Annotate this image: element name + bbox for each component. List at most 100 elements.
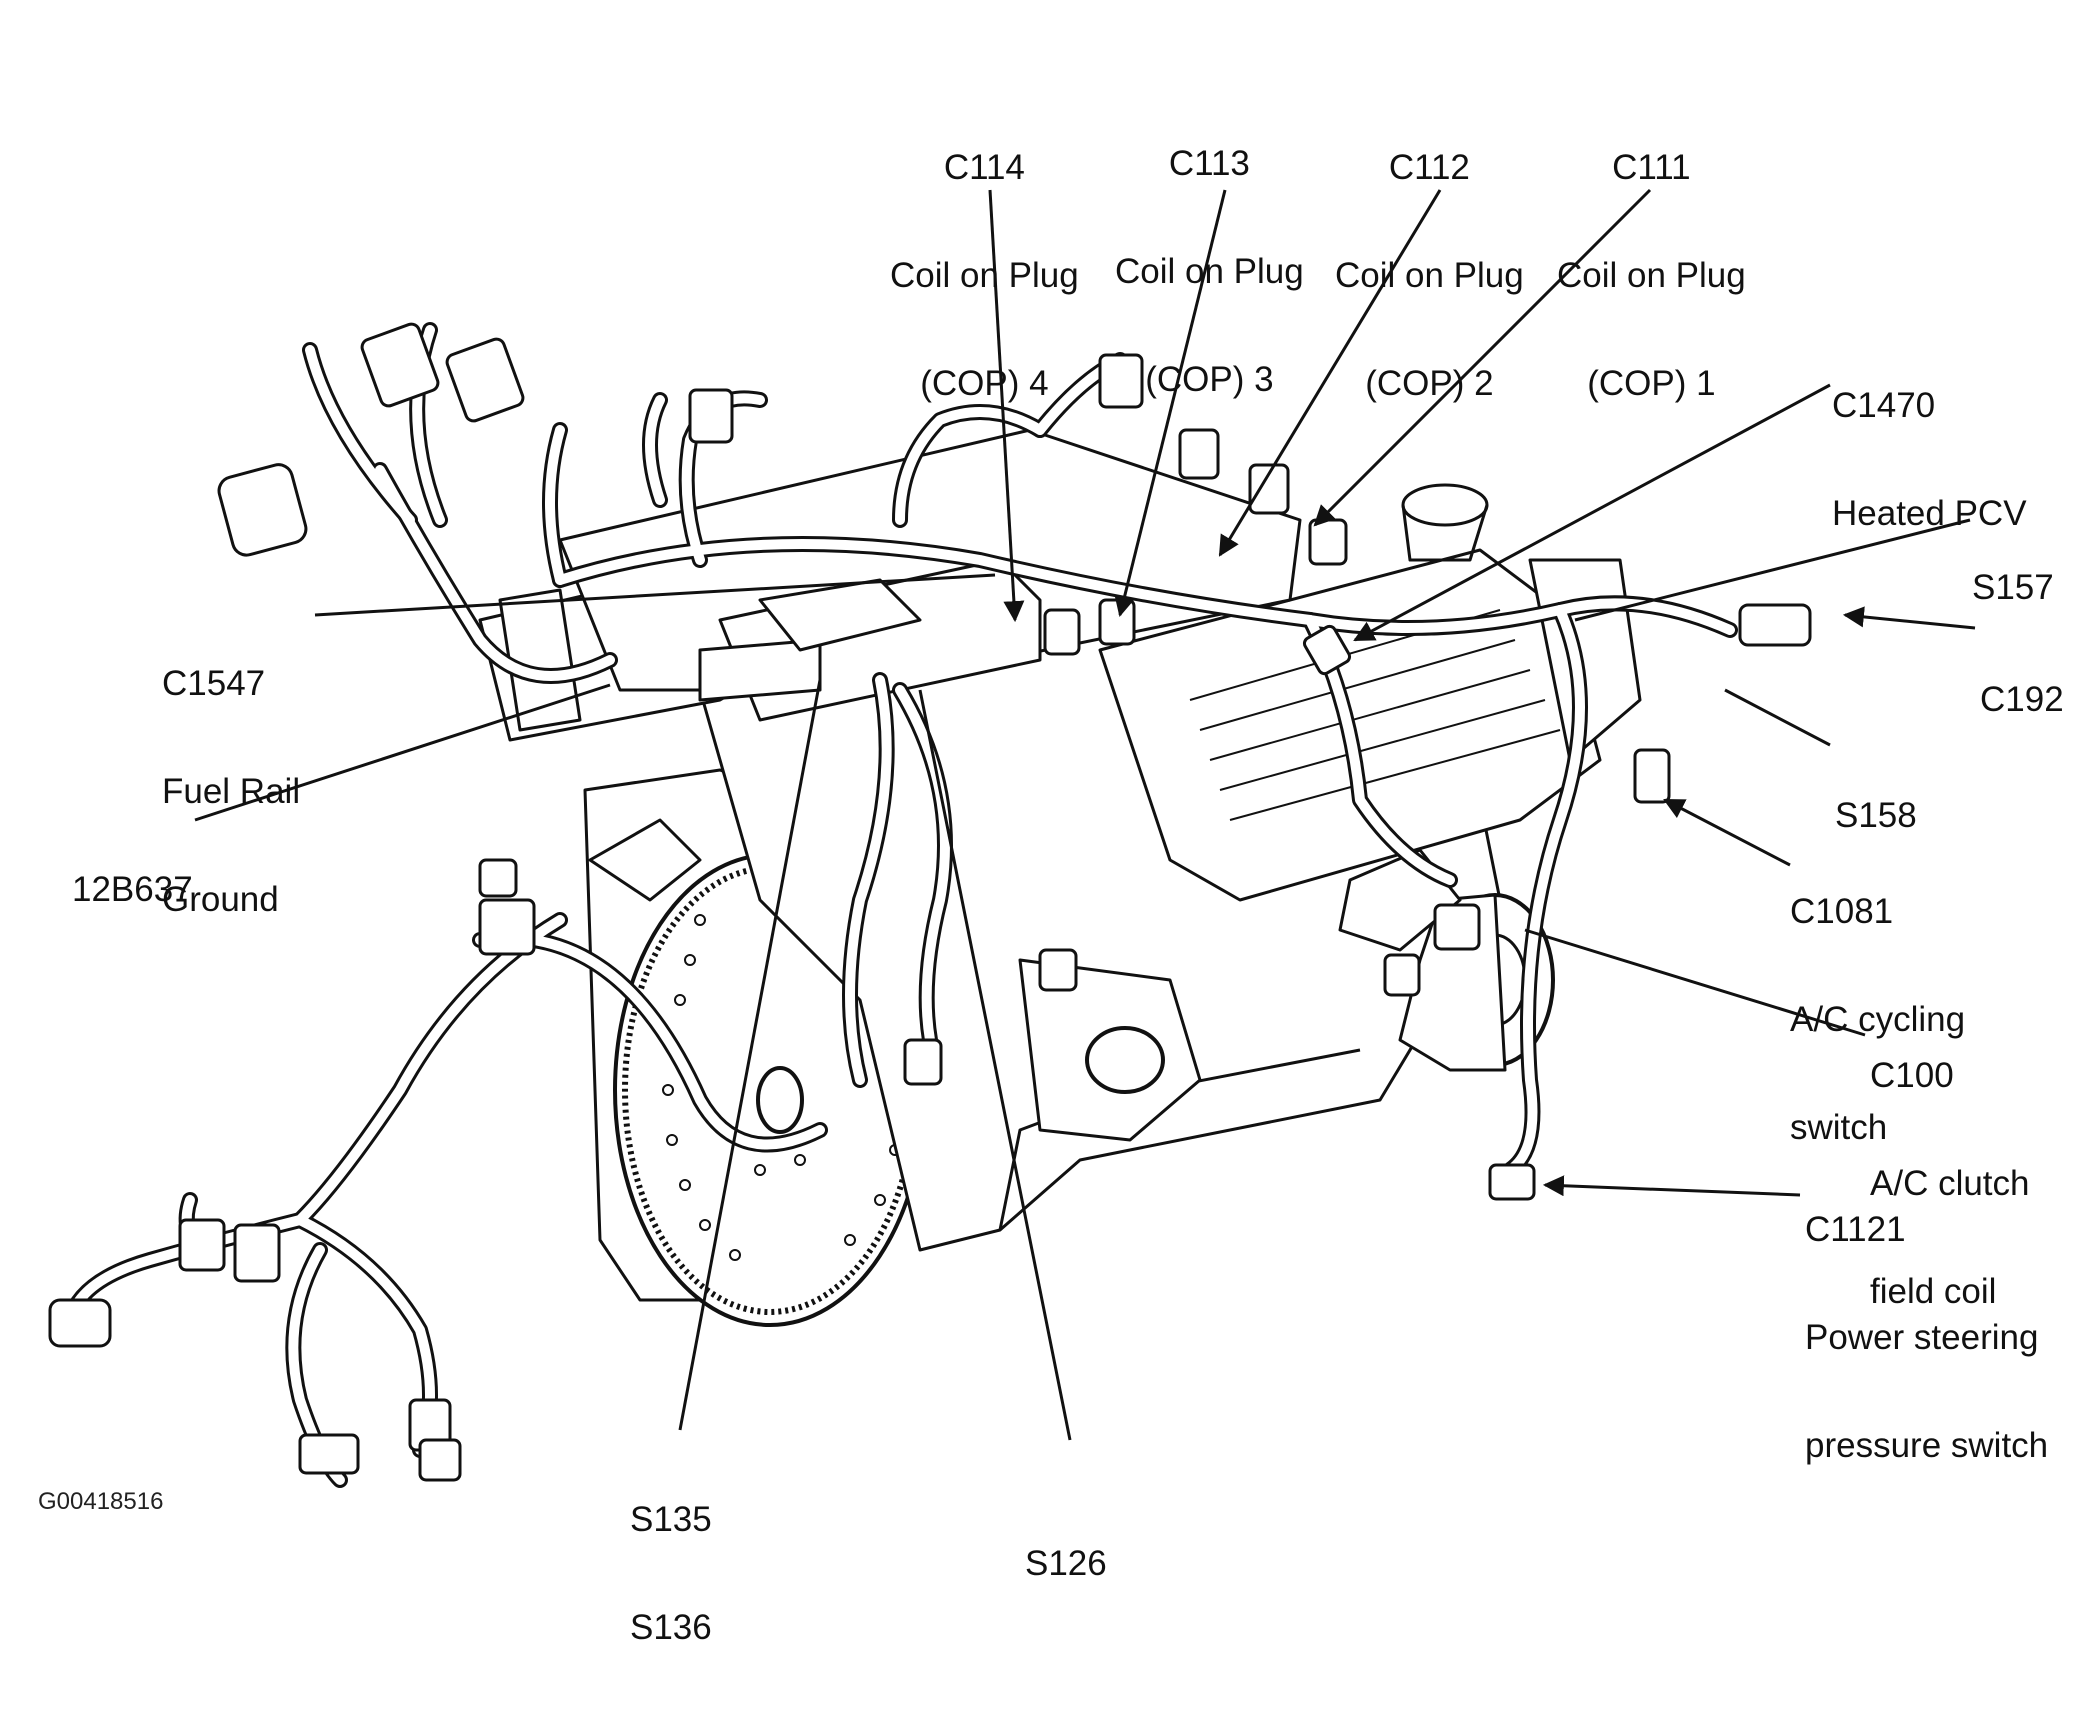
leader-c1081 — [1663, 798, 1791, 867]
callout-c114-line3: (COP) 4 — [920, 364, 1049, 403]
connector — [1098, 598, 1136, 646]
connector — [178, 1218, 226, 1272]
leader-c192 — [1842, 606, 1976, 630]
connector — [445, 337, 525, 423]
connector — [1738, 603, 1812, 647]
leader-c112 — [1218, 189, 1442, 557]
engine-mount-left — [588, 818, 702, 902]
fuel-rail-bracket — [698, 638, 822, 702]
callout-s126-line1: S126 — [1025, 1544, 1107, 1583]
callout-c113-line2: Coil on Plug — [1115, 252, 1304, 291]
water-pump-outlet — [1085, 1026, 1165, 1094]
connector — [1308, 518, 1348, 566]
leader-s158 — [1724, 688, 1831, 747]
callout-c1547-line1: C1547 — [162, 664, 266, 703]
connector — [1383, 953, 1421, 997]
callout-c1470: C1470 Heated PCV — [1832, 316, 2027, 604]
callout-12b637: 12B637 — [72, 800, 193, 980]
callout-s157-line1: S157 — [1972, 568, 2054, 607]
callout-c112: C112 Coil on Plug (COP) 2 — [1335, 78, 1524, 474]
leader-c1470 — [1353, 383, 1831, 642]
connector — [1488, 1163, 1536, 1201]
callout-c1081-line1: C1081 — [1790, 892, 1894, 931]
oil-filler-cap — [1401, 483, 1489, 527]
callout-c1547-line3: Ground — [162, 880, 279, 919]
flywheel-hub — [756, 1066, 804, 1134]
callout-s158-line1: S158 — [1835, 796, 1917, 835]
wiring-diagram: C114 Coil on Plug (COP) 4 C113 Coil on P… — [38, 74, 2064, 1646]
connector — [298, 1433, 360, 1475]
connector — [360, 322, 440, 408]
callout-s135-line: S135 — [630, 1500, 712, 1539]
leader-12b637 — [194, 683, 611, 822]
callout-s157: S157 — [1972, 498, 2054, 678]
connector — [478, 898, 536, 956]
callout-c1470-line2: Heated PCV — [1832, 494, 2027, 533]
leader-s157 — [1574, 518, 1971, 622]
callout-c1547-line2: Fuel Rail — [162, 772, 301, 811]
connector — [1038, 948, 1078, 992]
callout-c1470-line1: C1470 — [1832, 386, 1936, 425]
throttle-body — [498, 588, 582, 732]
callout-c112-line1: C112 — [1388, 148, 1470, 187]
callout-c111-line3: (COP) 1 — [1587, 364, 1716, 403]
callout-s126: S126 — [1025, 1474, 1107, 1654]
leader-c111 — [1313, 188, 1652, 527]
callout-c114: C114 Coil on Plug (COP) 4 — [890, 78, 1079, 474]
callout-s136-line: S136 — [630, 1608, 712, 1647]
callout-c100: C100 A/C clutch field coil — [1870, 986, 2030, 1382]
callout-c100-line3: field coil — [1870, 1272, 1997, 1311]
callout-c112-line3: (COP) 2 — [1365, 364, 1494, 403]
callout-c113-line3: (COP) 3 — [1145, 360, 1274, 399]
connector — [1302, 624, 1352, 676]
leader-s135 — [678, 679, 822, 1431]
callout-c111-line1: C111 — [1612, 148, 1691, 187]
leader-c114 — [988, 189, 1025, 623]
leader-c1547 — [314, 573, 996, 617]
connector — [1248, 463, 1290, 515]
callout-c1121-line1: C1121 — [1805, 1210, 1906, 1249]
callout-s158: S158 — [1835, 726, 1917, 906]
lower-block — [1018, 958, 1202, 1142]
connector — [688, 388, 734, 444]
callout-c1081: C1081 A/C cycling switch — [1790, 822, 1965, 1218]
connector — [903, 1038, 943, 1086]
leader-c100 — [1524, 928, 1866, 1037]
connector — [1433, 903, 1481, 951]
figure-id: G00418516 — [38, 1488, 164, 1515]
connector — [1098, 353, 1144, 409]
harness-wires — [62, 322, 1738, 1488]
callout-c112-line2: Coil on Plug — [1335, 256, 1524, 295]
coil-pack-area — [758, 578, 922, 652]
callout-c100-line2: A/C clutch — [1870, 1164, 2030, 1203]
callout-c1121-line2: Power steering — [1805, 1318, 2039, 1357]
connector — [418, 1438, 462, 1482]
callout-c113: C113 Coil on Plug (COP) 3 — [1115, 74, 1304, 470]
callout-c100-line1: C100 — [1870, 1056, 1954, 1095]
connector — [217, 463, 308, 557]
callout-c192-line1: C192 — [1980, 680, 2064, 719]
callout-12b637-line1: 12B637 — [72, 870, 193, 909]
callout-c1547: C1547 Fuel Rail Ground — [162, 594, 300, 990]
callout-s135-s136: S135 S136 — [630, 1430, 712, 1718]
leader-c1121 — [1542, 1175, 1801, 1197]
oil-filler-neck — [1401, 504, 1489, 562]
leader-s126 — [918, 689, 1072, 1441]
callout-c1081-line2: A/C cycling — [1790, 1000, 1966, 1039]
connector — [1043, 608, 1081, 656]
connector — [1633, 748, 1671, 804]
callout-c1121: C1121 Power steering pressure switch — [1805, 1140, 2048, 1536]
callout-c192: C192 — [1980, 610, 2064, 790]
callout-c1081-line3: switch — [1790, 1108, 1888, 1147]
leader-lines — [194, 188, 1976, 1441]
connector — [48, 1298, 112, 1348]
callout-c111-line2: Coil on Plug — [1557, 256, 1746, 295]
connector — [478, 858, 518, 898]
connectors — [48, 322, 1812, 1482]
callout-c114-line2: Coil on Plug — [890, 256, 1079, 295]
callout-c113-line1: C113 — [1168, 144, 1250, 183]
connector — [1178, 428, 1220, 480]
callout-c114-line1: C114 — [943, 148, 1025, 187]
leader-c113 — [1114, 189, 1227, 618]
connector — [233, 1223, 281, 1283]
